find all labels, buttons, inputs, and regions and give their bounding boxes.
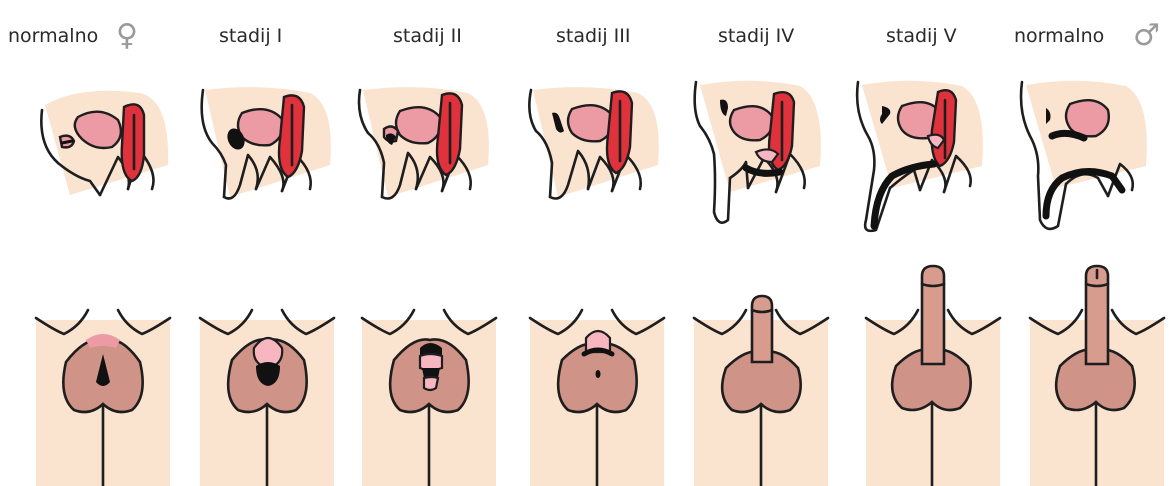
sagittal-normal-female bbox=[41, 91, 168, 195]
frontal-stage-2 bbox=[362, 310, 496, 486]
sagittal-stage-3 bbox=[529, 87, 659, 198]
male-symbol-icon: ♂ bbox=[1133, 18, 1160, 53]
frontal-stage-5 bbox=[866, 266, 1000, 486]
label-stage-3: stadij III bbox=[556, 25, 630, 47]
sagittal-stage-4 bbox=[695, 81, 821, 223]
sagittal-stage-2 bbox=[359, 87, 489, 198]
frontal-stage-3 bbox=[530, 310, 664, 486]
frontal-normal-female bbox=[36, 310, 170, 486]
stage-labels: normalno ♀ stadij I stadij II stadij III… bbox=[8, 18, 1160, 53]
label-normal-male: normalno bbox=[1014, 25, 1104, 47]
female-symbol-icon: ♀ bbox=[116, 18, 138, 53]
sagittal-normal-male bbox=[1021, 81, 1147, 229]
frontal-normal-male bbox=[1030, 266, 1164, 486]
label-stage-5: stadij V bbox=[886, 25, 957, 47]
label-stage-4: stadij IV bbox=[718, 25, 794, 47]
sagittal-stage-5 bbox=[857, 81, 983, 231]
label-stage-2: stadij II bbox=[393, 25, 462, 47]
sagittal-stage-1 bbox=[202, 87, 331, 198]
frontal-stage-1 bbox=[200, 310, 334, 486]
label-stage-1: stadij I bbox=[219, 25, 282, 47]
frontal-stage-4 bbox=[694, 296, 828, 486]
label-normal-female: normalno bbox=[8, 25, 98, 47]
